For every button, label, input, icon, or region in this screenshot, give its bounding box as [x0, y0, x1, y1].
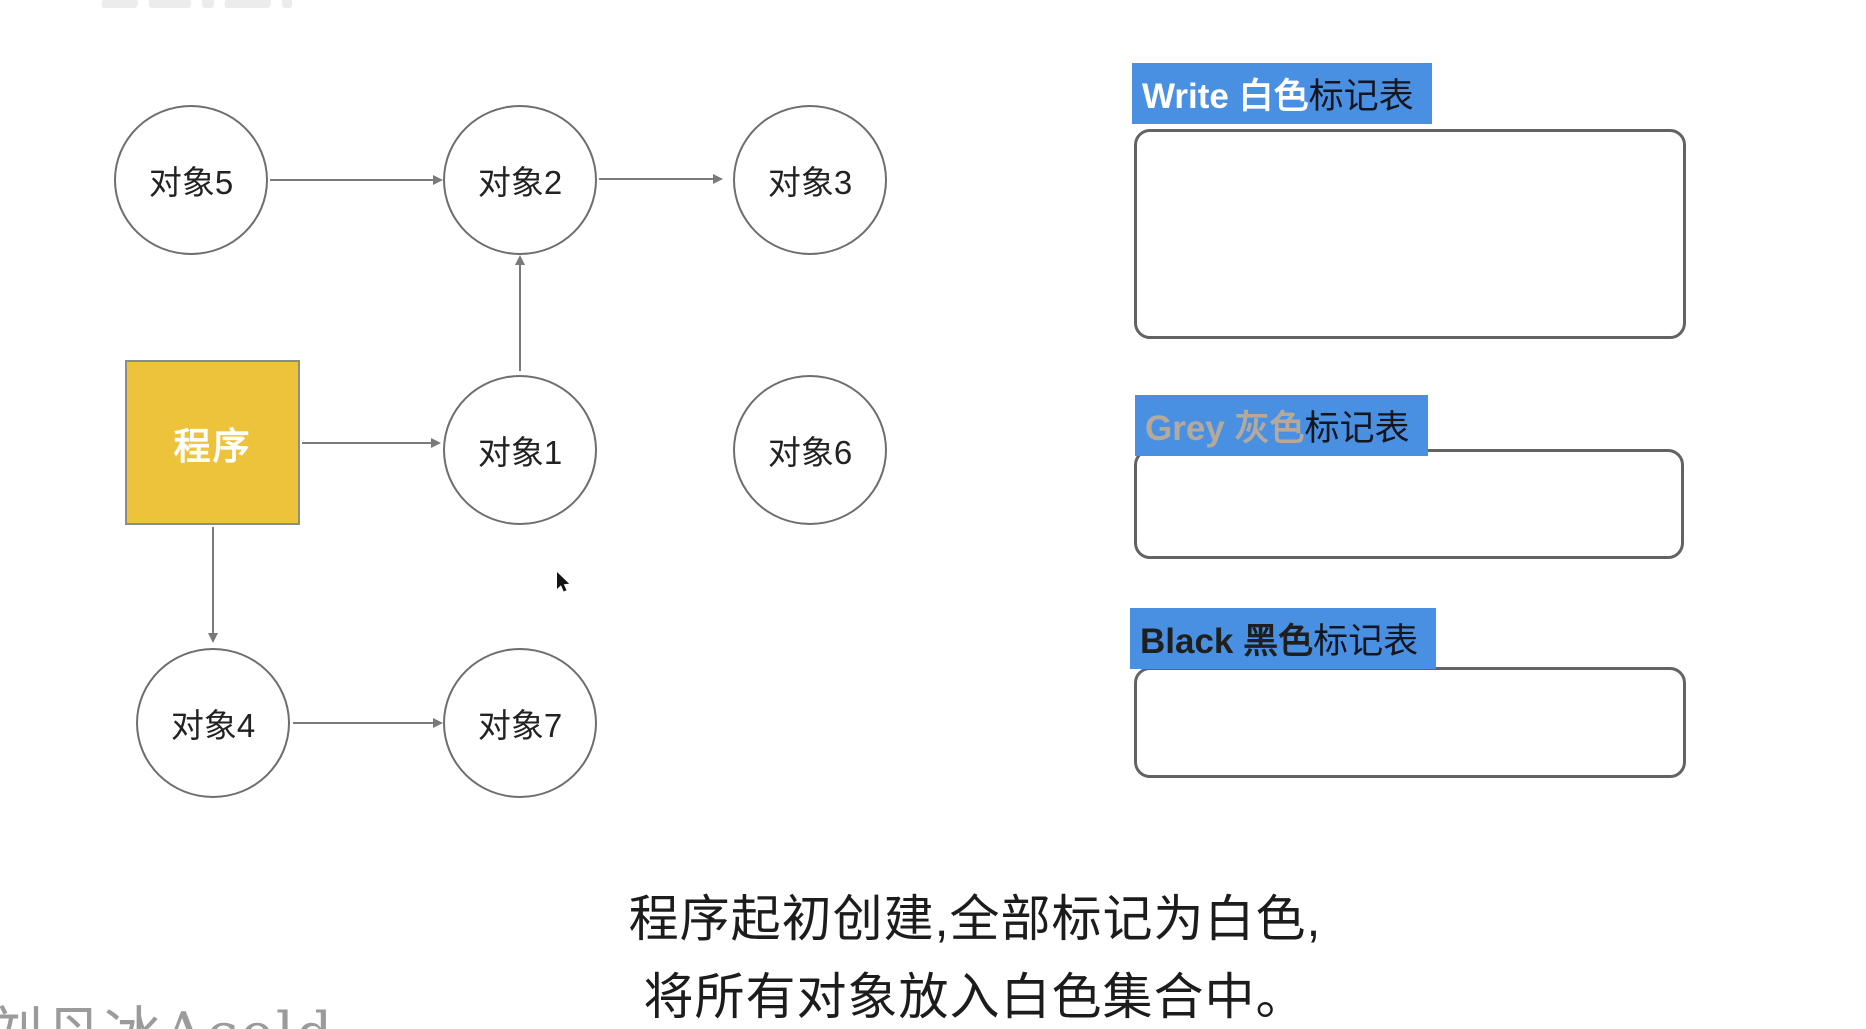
program-node: 程序 [125, 360, 300, 525]
object-node-label: 对象4 [170, 707, 256, 744]
object-node-label: 对象6 [767, 434, 853, 471]
black-table-title: Black 黑色 [1140, 622, 1314, 661]
grey-table-suffix: 标记表 [1304, 409, 1410, 448]
black-table-box [1134, 667, 1686, 778]
object-node-label: 对象2 [477, 164, 563, 201]
top-edge-artifact [101, 0, 292, 8]
object-node-label: 对象5 [148, 164, 234, 201]
object-node-3: 对象3 [733, 105, 887, 255]
white-table-suffix: 标记表 [1308, 77, 1414, 116]
caption: 程序起初创建,全部标记为白色, 将所有对象放入白色集合中。 [495, 880, 1455, 1029]
grey-table-header: Grey 灰色 标记表 [1135, 395, 1428, 456]
object-node-7: 对象7 [443, 648, 597, 798]
object-node-2: 对象2 [443, 105, 597, 255]
white-table-box [1134, 129, 1686, 339]
program-node-label: 程序 [173, 425, 252, 467]
black-table-suffix: 标记表 [1313, 622, 1419, 661]
artifact-blob [149, 0, 191, 8]
caption-line-2: 将所有对象放入白色集合中。 [643, 969, 1307, 1025]
object-node-5: 对象5 [114, 105, 268, 255]
black-table-header: Black 黑色 标记表 [1130, 608, 1437, 669]
object-node-label: 对象1 [477, 434, 563, 471]
object-node-label: 对象3 [767, 164, 853, 201]
object-node-label: 对象7 [477, 707, 563, 744]
white-table-title: Write 白色 [1142, 77, 1309, 116]
object-node-4: 对象4 [136, 648, 290, 798]
artifact-blob [282, 0, 292, 8]
caption-line-1: 程序起初创建,全部标记为白色, [628, 891, 1322, 947]
artifact-blob [202, 0, 214, 8]
object-node-1: 对象1 [443, 375, 597, 525]
watermark: 刘丹冰Aceld [0, 988, 335, 1029]
grey-table-box [1134, 449, 1684, 559]
mouse-cursor-icon [557, 572, 570, 592]
object-node-6: 对象6 [733, 375, 887, 525]
reference-arrows [208, 174, 723, 728]
white-table-header: Write 白色 标记表 [1132, 63, 1432, 124]
grey-table-title: Grey 灰色 [1145, 409, 1305, 448]
